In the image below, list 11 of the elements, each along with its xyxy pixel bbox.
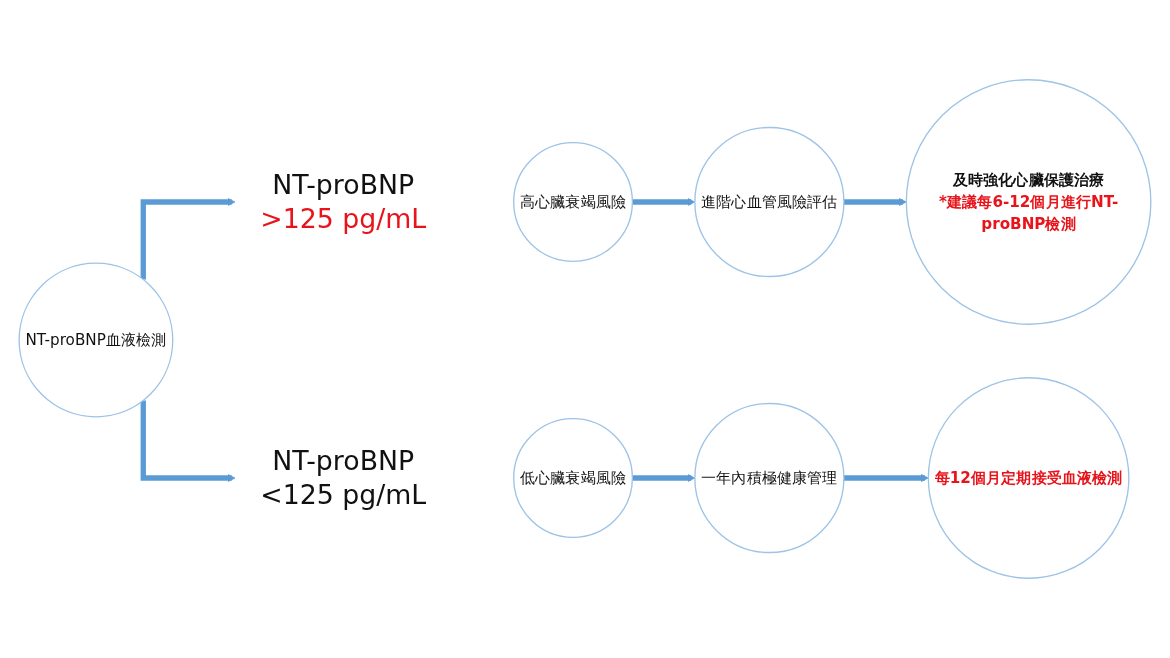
arrow: [140, 400, 236, 482]
node-text: NT-proBNP <125 pg/mL: [260, 445, 427, 511]
node-text: NT-proBNP >125 pg/mL: [260, 168, 427, 235]
node-circle: 及時強化心臟保護治療 *建議每6-12個月進行NT-proBNP檢測: [905, 79, 1152, 325]
node-circle: 每12個月定期接受血液檢測: [927, 377, 1130, 579]
node-circle: NT-proBNP血液檢測: [18, 262, 174, 418]
node-circle: 低心臟衰竭風險: [513, 418, 634, 539]
node-circle: 一年內積極健康管理: [694, 402, 845, 554]
node-circle: 高心臟衰竭風險: [513, 141, 634, 262]
node-circle: 進階心血管風險評估: [694, 126, 845, 278]
arrow: [140, 198, 236, 280]
